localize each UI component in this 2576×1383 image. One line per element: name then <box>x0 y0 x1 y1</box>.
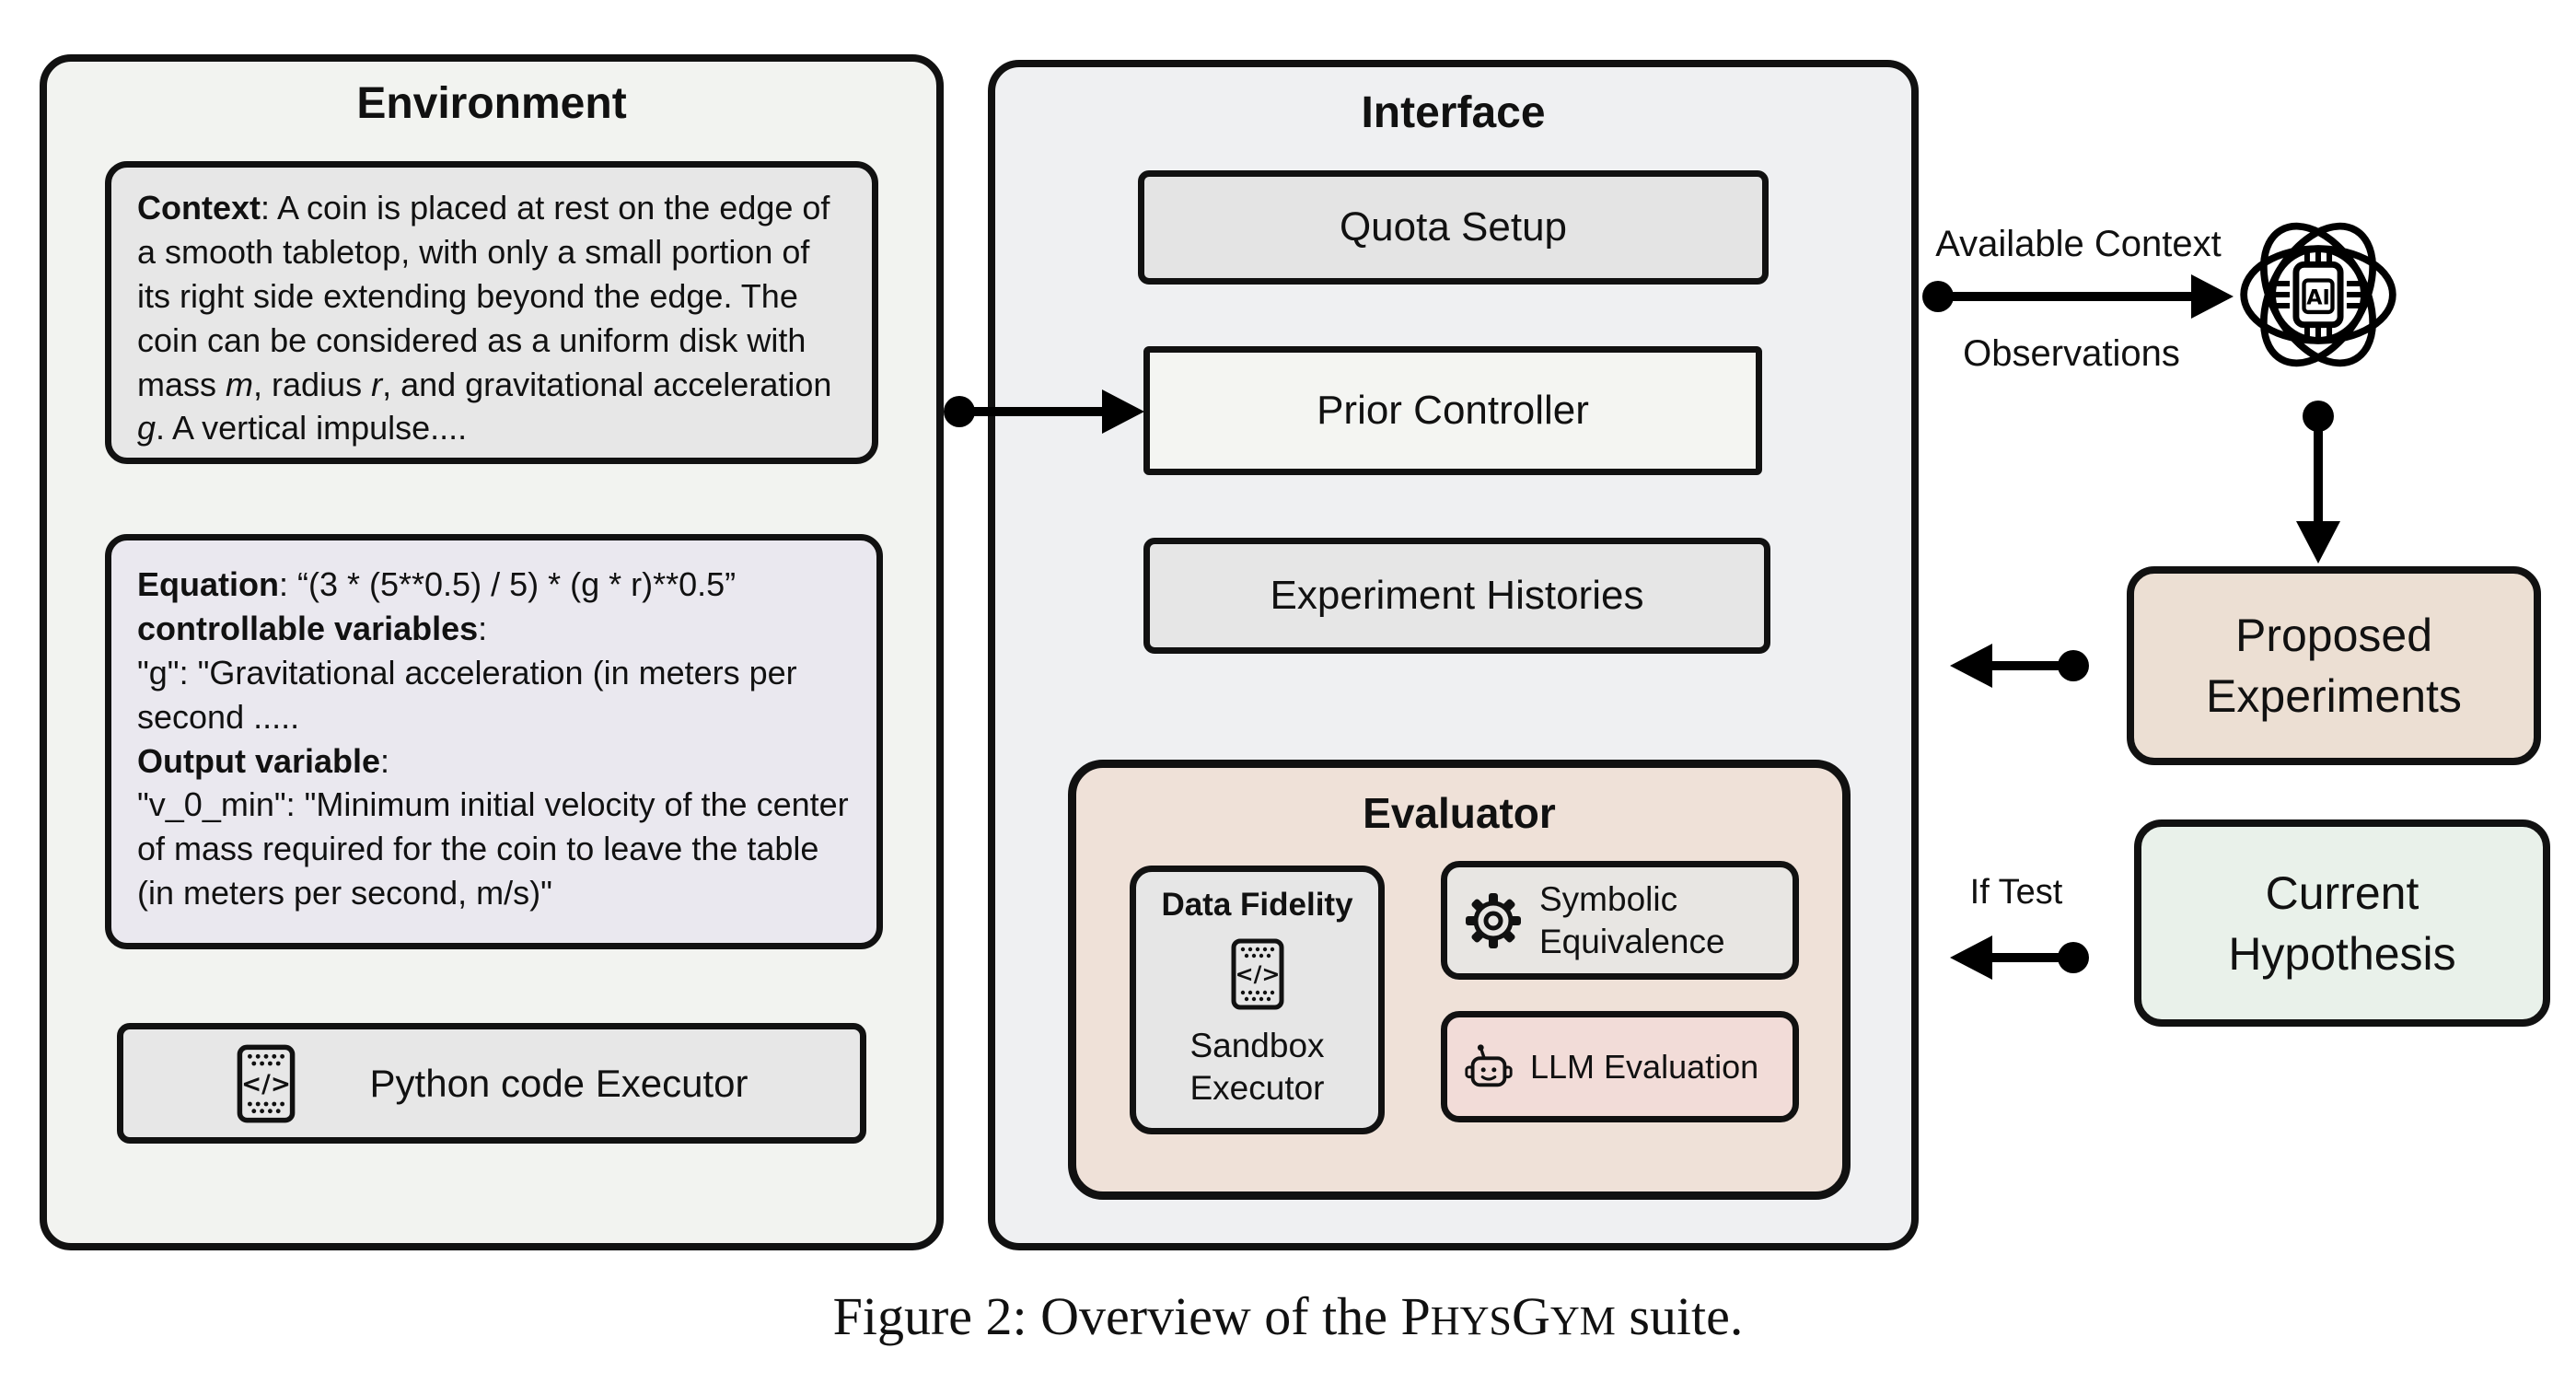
gear-icon <box>1466 892 1521 948</box>
symbolic-equivalence-box: Symbolic Equivalence <box>1441 861 1799 980</box>
ai-chip-atom-icon: AI <box>2240 222 2396 367</box>
python-executor-box: </> Python code Executor <box>117 1023 866 1144</box>
llm-evaluation-label: LLM Evaluation <box>1530 1047 1759 1086</box>
equation-line: controllable variables: <box>137 609 488 647</box>
current-hypothesis-box: Current Hypothesis <box>2134 819 2550 1027</box>
equation-line: Equation: “(3 * (5**0.5) / 5) * (g * r)*… <box>137 565 737 603</box>
experiment-histories-box: Experiment Histories <box>1143 538 1770 654</box>
svg-text:AI: AI <box>2306 285 2330 309</box>
figure-caption: Figure 2: Overview of the PHYSGYM suite. <box>832 1286 1744 1346</box>
agent-to-proposed-arrow <box>2296 401 2340 564</box>
llm-evaluation-box: LLM Evaluation <box>1441 1011 1799 1122</box>
experiment-histories-label: Experiment Histories <box>1270 573 1644 618</box>
data-fidelity-title: Data Fidelity <box>1161 887 1353 923</box>
proposed-experiments-box: Proposed Experiments <box>2127 566 2541 765</box>
sandbox-executor-label: Sandbox Executor <box>1189 1026 1325 1107</box>
context-box: Context: A coin is placed at rest on the… <box>105 161 878 464</box>
data-fidelity-box: Data Fidelity </> Sandbox Executor <box>1130 866 1385 1134</box>
svg-text:</>: </> <box>241 1069 291 1098</box>
environment-title: Environment <box>356 79 627 128</box>
prior-controller-label: Prior Controller <box>1317 388 1589 433</box>
symbolic-equivalence-label: Symbolic Equivalence <box>1539 880 1725 960</box>
quota-setup-box: Quota Setup <box>1138 170 1769 285</box>
equation-line: "g": "Gravitational acceleration (in met… <box>137 653 797 736</box>
quota-setup-label: Quota Setup <box>1339 204 1568 250</box>
observations-label: Observations <box>1963 333 2180 374</box>
interface-title: Interface <box>1361 88 1546 137</box>
if-test-label: If Test <box>1969 873 2063 912</box>
code-icon: </> <box>237 1044 295 1122</box>
robot-icon <box>1465 1043 1513 1087</box>
equation-box: Equation: “(3 * (5**0.5) / 5) * (g * r)*… <box>105 534 883 949</box>
available-context-label: Available Context <box>1935 224 2222 264</box>
interface-panel: Interface Quota Setup Prior Controller E… <box>988 60 1919 1250</box>
interface-to-agent-arrow <box>1922 274 2234 319</box>
hypothesis-to-interface-arrow <box>1950 936 2089 980</box>
python-executor-label: Python code Executor <box>369 1061 748 1105</box>
proposed-to-interface-arrow <box>1950 644 2089 688</box>
evaluator-box: Evaluator Data Fidelity </> Sandbox Exec… <box>1068 760 1851 1200</box>
code-icon: </> <box>1231 938 1283 1010</box>
evaluator-title: Evaluator <box>1363 789 1556 837</box>
equation-line: Output variable: <box>137 741 390 780</box>
prior-controller-box: Prior Controller <box>1143 346 1762 475</box>
svg-text:</>: </> <box>1235 961 1280 987</box>
equation-line: "v_0_min": "Minimum initial velocity of … <box>137 785 849 912</box>
environment-panel: Environment Context: A coin is placed at… <box>40 54 944 1250</box>
